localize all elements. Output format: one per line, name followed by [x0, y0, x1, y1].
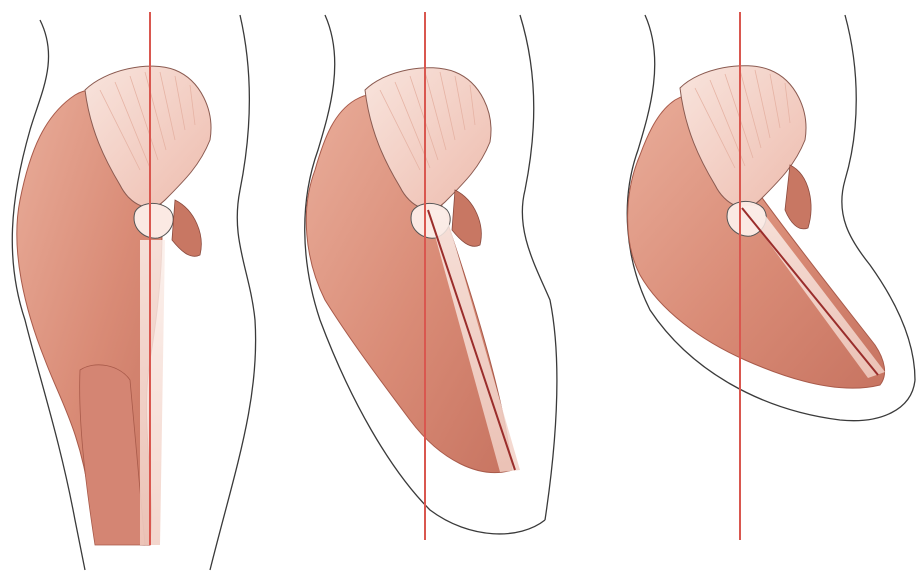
hip-flexor — [452, 190, 481, 246]
body-outline-front — [520, 15, 557, 520]
hip-flexor — [785, 165, 811, 229]
body-outline-front — [210, 15, 256, 570]
panel-neutral — [12, 12, 255, 570]
panel-deep-flexion — [627, 12, 915, 540]
hip-flexor — [172, 200, 201, 256]
panel-partial-flexion — [305, 12, 557, 540]
tendon — [140, 240, 165, 545]
